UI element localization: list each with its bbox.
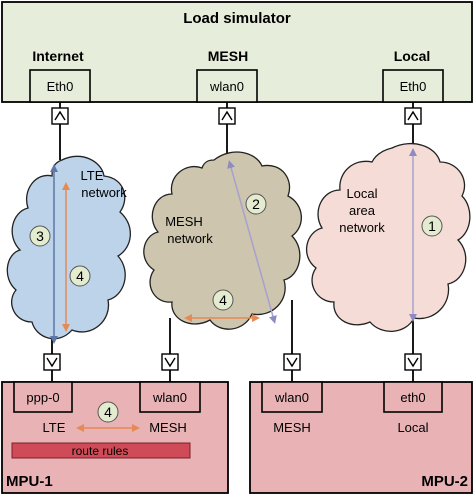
mpu2-port-wlan0 [261, 381, 323, 413]
marker-2: 2 [245, 193, 267, 215]
local-cloud-label-line2: area [349, 203, 376, 218]
local-area-cloud [305, 142, 471, 332]
port-group-local: Local [394, 48, 431, 64]
port-eth0-internet-label: Eth0 [47, 79, 74, 94]
marker-1: 1 [421, 215, 443, 237]
port-eth0-local [382, 69, 444, 103]
mpu2-label-local: Local [397, 420, 428, 435]
mesh-cloud-label-line2: network [167, 231, 213, 246]
mpu1-port-ppp0 [13, 381, 73, 413]
marker-1-label: 1 [428, 218, 436, 234]
route-rules-bar [11, 442, 191, 459]
lte-cloud-label-line1: LTE [81, 168, 104, 183]
mpu2-port-wlan0-label: wlan0 [274, 390, 309, 405]
mpu2-label-mesh: MESH [273, 420, 311, 435]
mpu2-port-eth0-label: eth0 [400, 390, 425, 405]
connector-plugs [43, 107, 422, 371]
route-rules-label: route rules [72, 444, 129, 458]
mpu1-label-lte: LTE [43, 420, 66, 435]
marker-4-mpu1: 4 [97, 401, 119, 423]
mpu1-label-mesh: MESH [149, 420, 187, 435]
lte-cloud [6, 155, 131, 340]
marker-4-lte: 4 [69, 265, 91, 287]
marker-4-mesh: 4 [212, 289, 234, 311]
lte-cloud-label-line2: network [81, 185, 127, 200]
marker-3: 3 [29, 225, 51, 247]
path-arrow-2 [227, 160, 277, 324]
mpu1-port-ppp0-label: ppp-0 [26, 390, 59, 405]
mpu1-port-wlan0-label: wlan0 [152, 390, 187, 405]
local-cloud-label-line1: Local [346, 186, 377, 201]
marker-2-label: 2 [252, 196, 260, 212]
mpu1-name: MPU-1 [6, 473, 53, 490]
port-eth0-local-label: Eth0 [400, 79, 427, 94]
load-simulator-title: Load simulator [183, 10, 291, 27]
local-cloud-label-line3: network [339, 220, 385, 235]
port-group-mesh: MESH [208, 48, 248, 64]
mesh-cloud-label-line1: MESH [165, 214, 203, 229]
marker-3-label: 3 [36, 228, 44, 244]
marker-4-mpu1-label: 4 [104, 404, 112, 420]
mpu2-name: MPU-2 [421, 473, 468, 490]
mpu1-port-wlan0 [139, 381, 201, 413]
marker-4-mesh-label: 4 [219, 292, 227, 308]
mpu2-port-eth0 [383, 381, 443, 413]
marker-4-lte-label: 4 [76, 268, 84, 284]
port-group-internet: Internet [32, 48, 84, 64]
port-wlan0-mesh-label: wlan0 [209, 79, 244, 94]
